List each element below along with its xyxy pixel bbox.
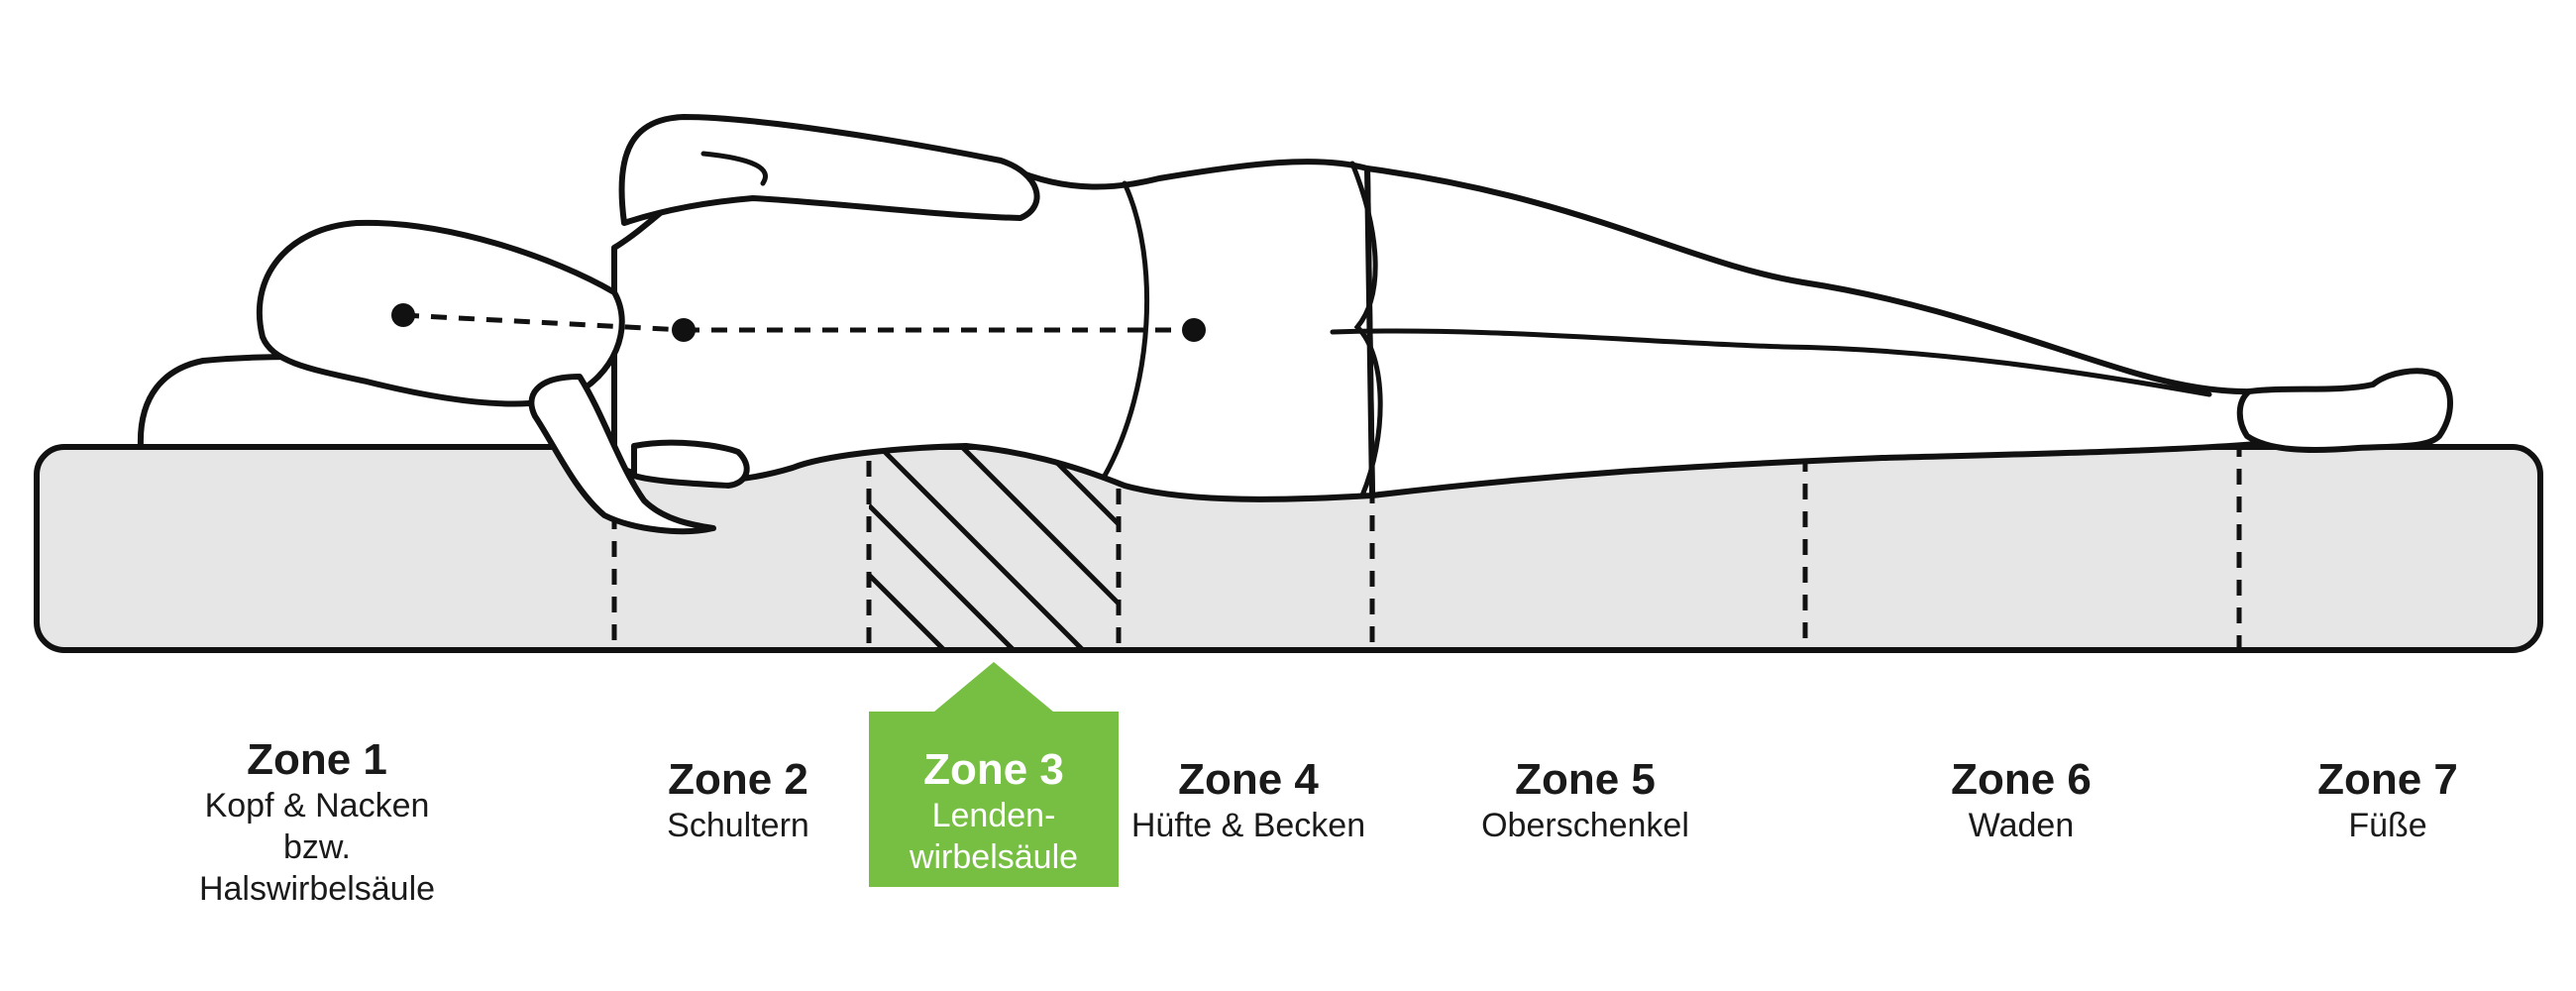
spine-line [391,303,1206,342]
zone-dividers [611,441,2242,648]
zone-1-desc-line1: Kopf & Nacken [204,787,430,825]
zone-3-title: Zone 3 [923,745,1064,794]
zone-7-label: Zone 7 Füße [2259,755,2517,846]
zone-6-title: Zone 6 [1951,755,2092,804]
zone-5-desc: Oberschenkel [1481,807,1689,844]
body-details [700,151,2212,498]
zone-3-desc-line1: Lenden- [931,797,1056,834]
hand [631,439,750,489]
zone-5-title: Zone 5 [1515,755,1656,804]
arm [618,114,1040,226]
zone-7-desc: Füße [2348,807,2427,844]
zone-4-label: Zone 4 Hüfte & Becken [1120,755,1377,846]
spine-point-lumbar [1182,318,1206,342]
legs [1364,165,2272,498]
spine-point-shoulder [672,318,696,342]
zone-4-title: Zone 4 [1178,755,1319,804]
sleeping-person [256,114,2453,535]
zone-3-hatch [869,447,1119,650]
zone-1-title: Zone 1 [247,735,387,784]
zone-5-label: Zone 5 Oberschenkel [1447,755,1724,846]
zone-2-title: Zone 2 [668,755,808,804]
zone-3-desc-line2: wirbelsäule [909,838,1079,876]
zone-6-label: Zone 6 Waden [1882,755,2160,846]
foot [2236,368,2453,453]
zone-2-desc: Schultern [667,807,809,844]
zone-3-label: Zone 3 Lenden- wirbelsäule [869,745,1119,878]
zone-6-desc: Waden [1968,807,2075,844]
zone-7-title: Zone 7 [2317,755,2458,804]
lower-arm [528,374,716,535]
zone-1-desc-line2: bzw. Halswirbelsäule [198,828,436,908]
zone-1-label: Zone 1 Kopf & Nacken bzw. Halswirbelsäul… [168,735,466,910]
spine-point-neck [391,303,415,327]
zone-4-desc: Hüfte & Becken [1130,807,1366,844]
zone-3-highlight-badge [869,662,1119,887]
zone-2-label: Zone 2 Schultern [614,755,862,846]
head [256,219,625,407]
